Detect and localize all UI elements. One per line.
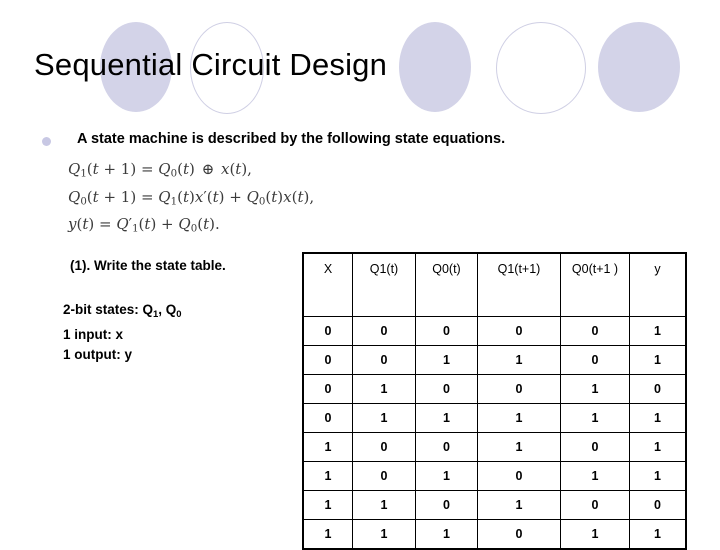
equation-line-1: Q1(t + 1) = Q0(t) ⊕ x(t), — [68, 160, 252, 180]
cell-Q1t1: 0 — [477, 461, 561, 491]
cell-Q0t1: 1 — [560, 403, 630, 433]
equation-line-3: y(t) = Q′1(t) + Q0(t). — [68, 215, 220, 235]
cell-Q0t: 1 — [415, 519, 478, 550]
cell-Q1t: 0 — [352, 345, 416, 375]
column-header-Q0t1: Q0(t+1 ) — [560, 252, 630, 317]
spec-output: 1 output: y — [63, 346, 132, 362]
spec-input: 1 input: x — [63, 326, 123, 342]
cell-Q0t1: 1 — [560, 461, 630, 491]
cell-y: 1 — [629, 461, 687, 491]
cell-Q0t: 0 — [415, 316, 478, 346]
cell-Q1t: 1 — [352, 519, 416, 550]
spec-states: 2-bit states: Q1, Q0 — [63, 302, 182, 320]
cell-y: 0 — [629, 374, 687, 404]
task-prompt: (1). Write the state table. — [70, 258, 226, 273]
cell-Q1t: 0 — [352, 461, 416, 491]
page-title: Sequential Circuit Design — [34, 47, 388, 82]
cell-Q1t1: 1 — [477, 490, 561, 520]
cell-Q1t: 1 — [352, 490, 416, 520]
ellipse-filled-2 — [399, 22, 471, 112]
cell-X: 1 — [302, 490, 353, 520]
cell-y: 1 — [629, 403, 687, 433]
ellipse-filled-3 — [598, 22, 680, 112]
bullet-text: A state machine is described by the foll… — [77, 131, 506, 147]
cell-Q0t: 0 — [415, 374, 478, 404]
cell-Q0t1: 0 — [560, 316, 630, 346]
cell-X: 0 — [302, 403, 353, 433]
cell-y: 1 — [629, 519, 687, 550]
cell-Q0t: 1 — [415, 345, 478, 375]
cell-Q1t: 0 — [352, 316, 416, 346]
cell-X: 1 — [302, 432, 353, 462]
column-header-Q1t: Q1(t) — [352, 252, 416, 317]
cell-Q0t: 1 — [415, 403, 478, 433]
cell-Q0t1: 0 — [560, 345, 630, 375]
cell-Q1t1: 0 — [477, 374, 561, 404]
ellipse-outline-2 — [496, 22, 586, 114]
cell-Q0t1: 1 — [560, 519, 630, 550]
cell-Q0t: 1 — [415, 461, 478, 491]
cell-y: 1 — [629, 316, 687, 346]
column-header-y: y — [629, 252, 687, 317]
cell-Q1t1: 1 — [477, 432, 561, 462]
cell-y: 1 — [629, 345, 687, 375]
cell-Q1t1: 1 — [477, 403, 561, 433]
cell-X: 0 — [302, 374, 353, 404]
cell-Q0t1: 0 — [560, 432, 630, 462]
cell-Q1t: 1 — [352, 403, 416, 433]
equation-line-2: Q0(t + 1) = Q1(t)x′(t) + Q0(t)x(t), — [68, 187, 315, 208]
cell-X: 0 — [302, 316, 353, 346]
cell-X: 1 — [302, 461, 353, 491]
cell-Q1t: 1 — [352, 374, 416, 404]
cell-Q0t: 0 — [415, 432, 478, 462]
cell-y: 1 — [629, 432, 687, 462]
state-equations: Q1(t + 1) = Q0(t) ⊕ x(t), Q0(t + 1) = Q1… — [68, 158, 314, 241]
cell-X: 0 — [302, 345, 353, 375]
spec-block: 2-bit states: Q1, Q0 1 input: x 1 output… — [63, 300, 182, 365]
cell-Q0t1: 1 — [560, 374, 630, 404]
cell-Q1t1: 1 — [477, 345, 561, 375]
cell-Q1t1: 0 — [477, 316, 561, 346]
cell-Q1t1: 0 — [477, 519, 561, 550]
cell-X: 1 — [302, 519, 353, 550]
column-header-Q1t1: Q1(t+1) — [477, 252, 561, 317]
column-header-X: X — [302, 252, 353, 317]
cell-Q0t1: 0 — [560, 490, 630, 520]
column-header-Q0t: Q0(t) — [415, 252, 478, 317]
bullet-row: A state machine is described by the foll… — [42, 131, 505, 147]
bullet-dot-icon — [42, 137, 51, 146]
cell-Q0t: 0 — [415, 490, 478, 520]
cell-y: 0 — [629, 490, 687, 520]
cell-Q1t: 0 — [352, 432, 416, 462]
